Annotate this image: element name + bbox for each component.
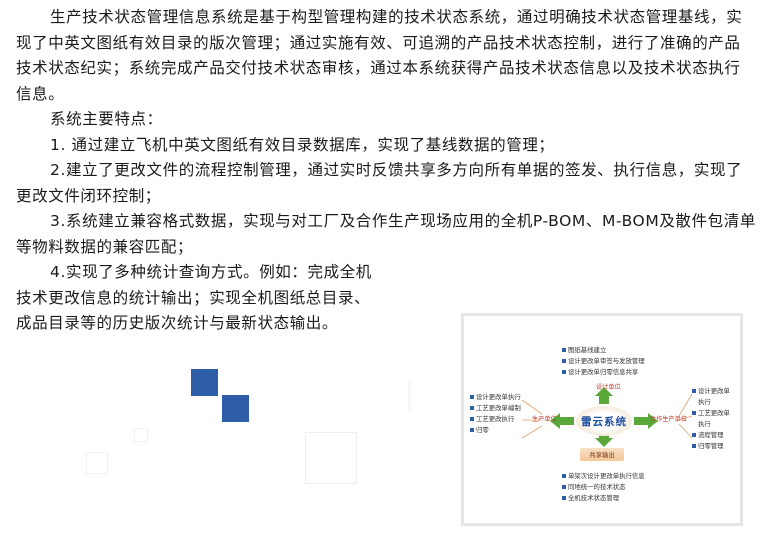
feature-2: 2.建立了更改文件的流程控制管理，通过实时反馈共享多方向所有单据的签发、执行信息… — [16, 161, 743, 205]
feature-4-cont-2: 成品目录等的历史版次统计与最新状态输出。 — [16, 314, 339, 332]
list-item: 设计更改单 — [692, 386, 730, 397]
output-label: 共享输出 — [589, 451, 615, 459]
article-text: 生产技术状态管理信息系统是基于构型管理构建的技术状态系统，通过明确技术状态管理基… — [16, 5, 756, 337]
list-item: 设计更改单审签与发放管理 — [562, 356, 645, 367]
decorative-square-2 — [222, 395, 249, 422]
list-item: 单架次设计更改单执行信息 — [562, 471, 645, 482]
faint-box — [305, 432, 357, 484]
output-node: 共享输出 — [580, 448, 624, 461]
list-item: 归零管理 — [692, 441, 730, 452]
production-items-list: 设计更改单执行 工艺更改单编制 工艺更改执行 归零 — [470, 392, 521, 436]
feature-3: 3.系统建立兼容格式数据，实现与对工厂及合作生产现场应用的全机P-BOM、M-B… — [16, 212, 756, 256]
list-item: 同地统一的技术状态 — [562, 482, 645, 493]
node-partner-unit: 合作生产单位 — [650, 416, 688, 423]
list-item: 设计更改单归零信息共享 — [562, 367, 645, 378]
intro-paragraph: 生产技术状态管理信息系统是基于构型管理构建的技术状态系统，通过明确技术状态管理基… — [16, 8, 743, 103]
list-item: 图纸基线建立 — [562, 345, 645, 356]
list-item: 执行 — [698, 420, 711, 428]
decorative-square-1 — [191, 369, 218, 396]
faint-box — [134, 428, 148, 442]
diagram-arrows — [521, 387, 693, 447]
list-item: 流程管理 — [692, 430, 730, 441]
list-item: 执行 — [698, 398, 711, 406]
system-diagram: 图纸基线建立 设计更改单审签与发放管理 设计更改单归零信息共享 设计单位 生产单… — [461, 313, 743, 526]
design-items-list: 图纸基线建立 设计更改单审签与发放管理 设计更改单归零信息共享 — [562, 345, 645, 378]
faint-line — [408, 380, 411, 412]
node-design-unit: 设计单位 — [596, 384, 621, 391]
feature-1: 1. 通过建立飞机中英文图纸有效目录数据库，实现了基线数据的管理； — [50, 135, 555, 154]
output-items-list: 单架次设计更改单执行信息 同地统一的技术状态 全机技术状态管理 — [562, 471, 645, 504]
list-item: 全机技术状态管理 — [562, 493, 645, 504]
list-item: 工艺更改单 — [692, 408, 730, 419]
node-production-unit: 生产单位 — [532, 416, 557, 423]
feature-4: 4.实现了多种统计查询方式。例如：完成全机 — [50, 263, 372, 281]
center-label: 雷云系统 — [581, 415, 627, 428]
list-item: 归零 — [470, 425, 521, 436]
partner-items-list: 设计更改单 执行 工艺更改单 执行 流程管理 归零管理 — [692, 386, 730, 452]
feature-4-cont-1: 技术更改信息的统计输出；实现全机图纸总目录、 — [16, 288, 371, 307]
list-item: 工艺更改执行 — [470, 414, 521, 425]
list-item: 工艺更改单编制 — [470, 403, 521, 414]
center-node: 雷云系统 — [576, 406, 632, 436]
faint-box — [86, 452, 108, 474]
list-item: 设计更改单执行 — [470, 392, 521, 403]
features-heading: 系统主要特点： — [50, 110, 163, 128]
